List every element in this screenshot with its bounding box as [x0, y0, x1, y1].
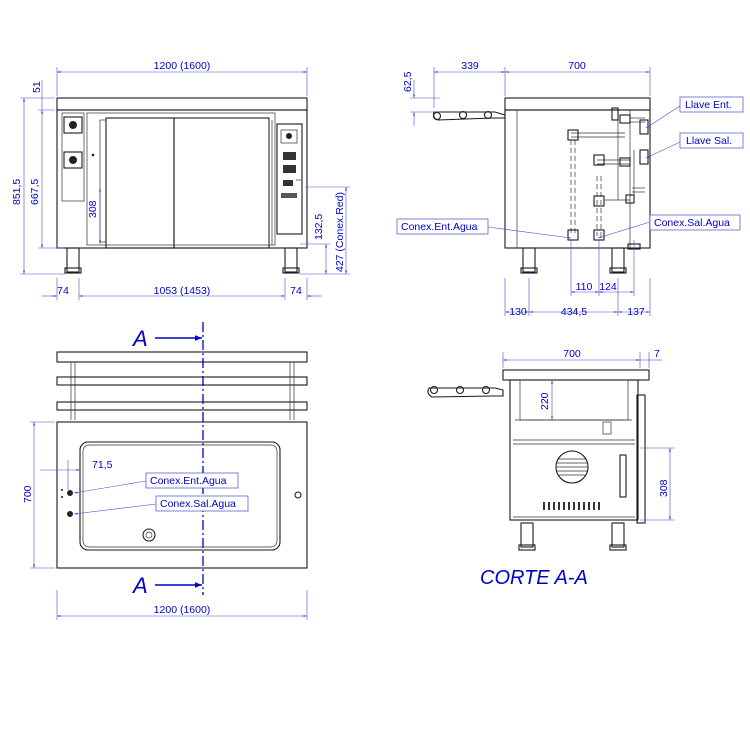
- front-countertop: [56, 97, 308, 111]
- front-view: 1200 (1600) 51 851,5 667,5 308 132,5 427…: [11, 60, 350, 300]
- label-box-side-water-inlet: [396, 218, 489, 235]
- side-right-leg: [611, 247, 625, 273]
- side-depth: 700: [568, 60, 586, 72]
- section-gap: 7: [654, 348, 660, 360]
- side-dim-130: 130: [509, 306, 527, 318]
- side-top-offset: 62,5: [402, 71, 414, 92]
- label-side-water-inlet: Conex.Ent.Agua: [401, 221, 478, 233]
- outlet-valve-icon: [639, 149, 649, 165]
- side-dim-4345: 434,5: [561, 306, 587, 318]
- top-rail-1: [56, 351, 308, 363]
- section-tray-rail: [427, 387, 504, 398]
- front-right-door: [173, 117, 270, 249]
- section-countertop: [502, 369, 650, 381]
- front-body-height: 667,5: [29, 179, 41, 205]
- top-basin: [79, 441, 281, 551]
- side-dim-124: 124: [599, 281, 617, 293]
- front-top-width: 1200 (1600): [154, 60, 211, 72]
- front-left-door: [105, 117, 175, 249]
- label-box-side-water-outlet: [649, 214, 741, 231]
- top-rail-3: [56, 401, 308, 411]
- section-view: 700 7 220 308 CORTE A-A: [427, 348, 675, 589]
- top-rail-2: [56, 376, 308, 386]
- section-left-leg: [520, 522, 534, 548]
- top-offset: 71,5: [92, 459, 113, 471]
- top-cabinet: [56, 421, 308, 569]
- front-right-leg: [284, 247, 298, 273]
- right-control-panel: [276, 123, 303, 235]
- label-top-water-inlet: Conex.Ent.Agua: [150, 475, 227, 487]
- left-knob-bottom-icon: [63, 151, 83, 169]
- front-door-height: 308: [87, 200, 99, 218]
- section-marker-top: A: [131, 326, 148, 351]
- front-left-leg-dim: 74: [57, 285, 69, 297]
- section-door-height: 308: [658, 479, 670, 497]
- section-cabinet: [509, 379, 639, 521]
- side-arm-width: 339: [461, 60, 479, 72]
- side-view: 339 700 62,5 110 124 130 434,5 137 Llave…: [396, 60, 744, 318]
- section-right-leg: [611, 522, 625, 548]
- front-left-leg: [66, 247, 80, 273]
- label-top-water-outlet: Conex.Sal.Agua: [160, 498, 236, 510]
- label-side-water-outlet: Conex.Sal.Agua: [654, 217, 730, 229]
- label-box-inlet-valve: [679, 96, 744, 113]
- top-width: 1200 (1600): [154, 604, 211, 616]
- side-dim-110: 110: [576, 281, 593, 293]
- label-box-outlet-valve: [679, 132, 744, 149]
- side-left-leg: [522, 247, 536, 273]
- label-box-top-water-outlet: [155, 495, 249, 512]
- front-total-height: 851,5: [11, 179, 23, 205]
- label-box-top-water-inlet: [145, 472, 239, 489]
- label-inlet-valve: Llave Ent.: [685, 99, 732, 111]
- side-countertop: [504, 97, 651, 111]
- front-top-height: 51: [31, 81, 43, 93]
- front-inner-width: 1053 (1453): [154, 285, 211, 297]
- front-network-label: 427 (Conex.Red): [334, 192, 346, 272]
- front-right-leg-dim: 74: [290, 285, 302, 297]
- vent-slots-icon: [543, 502, 600, 510]
- drain-icon: [142, 528, 156, 542]
- label-outlet-valve: Llave Sal.: [686, 135, 732, 147]
- section-depth: 700: [563, 348, 581, 360]
- side-tray-rail: [432, 111, 506, 121]
- section-title: CORTE A-A: [480, 567, 588, 589]
- section-inner-height: 220: [539, 392, 551, 410]
- top-view: A A 700 71,5 1200 (1600) Conex.Ent.Agua …: [22, 322, 308, 620]
- side-cabinet: [504, 109, 651, 249]
- front-drain-height: 132,5: [313, 214, 325, 240]
- section-basin: [519, 379, 629, 421]
- top-depth: 700: [22, 485, 34, 503]
- section-marker-bottom: A: [131, 573, 148, 598]
- side-dim-137: 137: [627, 306, 645, 318]
- section-door: [636, 394, 646, 524]
- left-knob-top-icon: [63, 116, 83, 134]
